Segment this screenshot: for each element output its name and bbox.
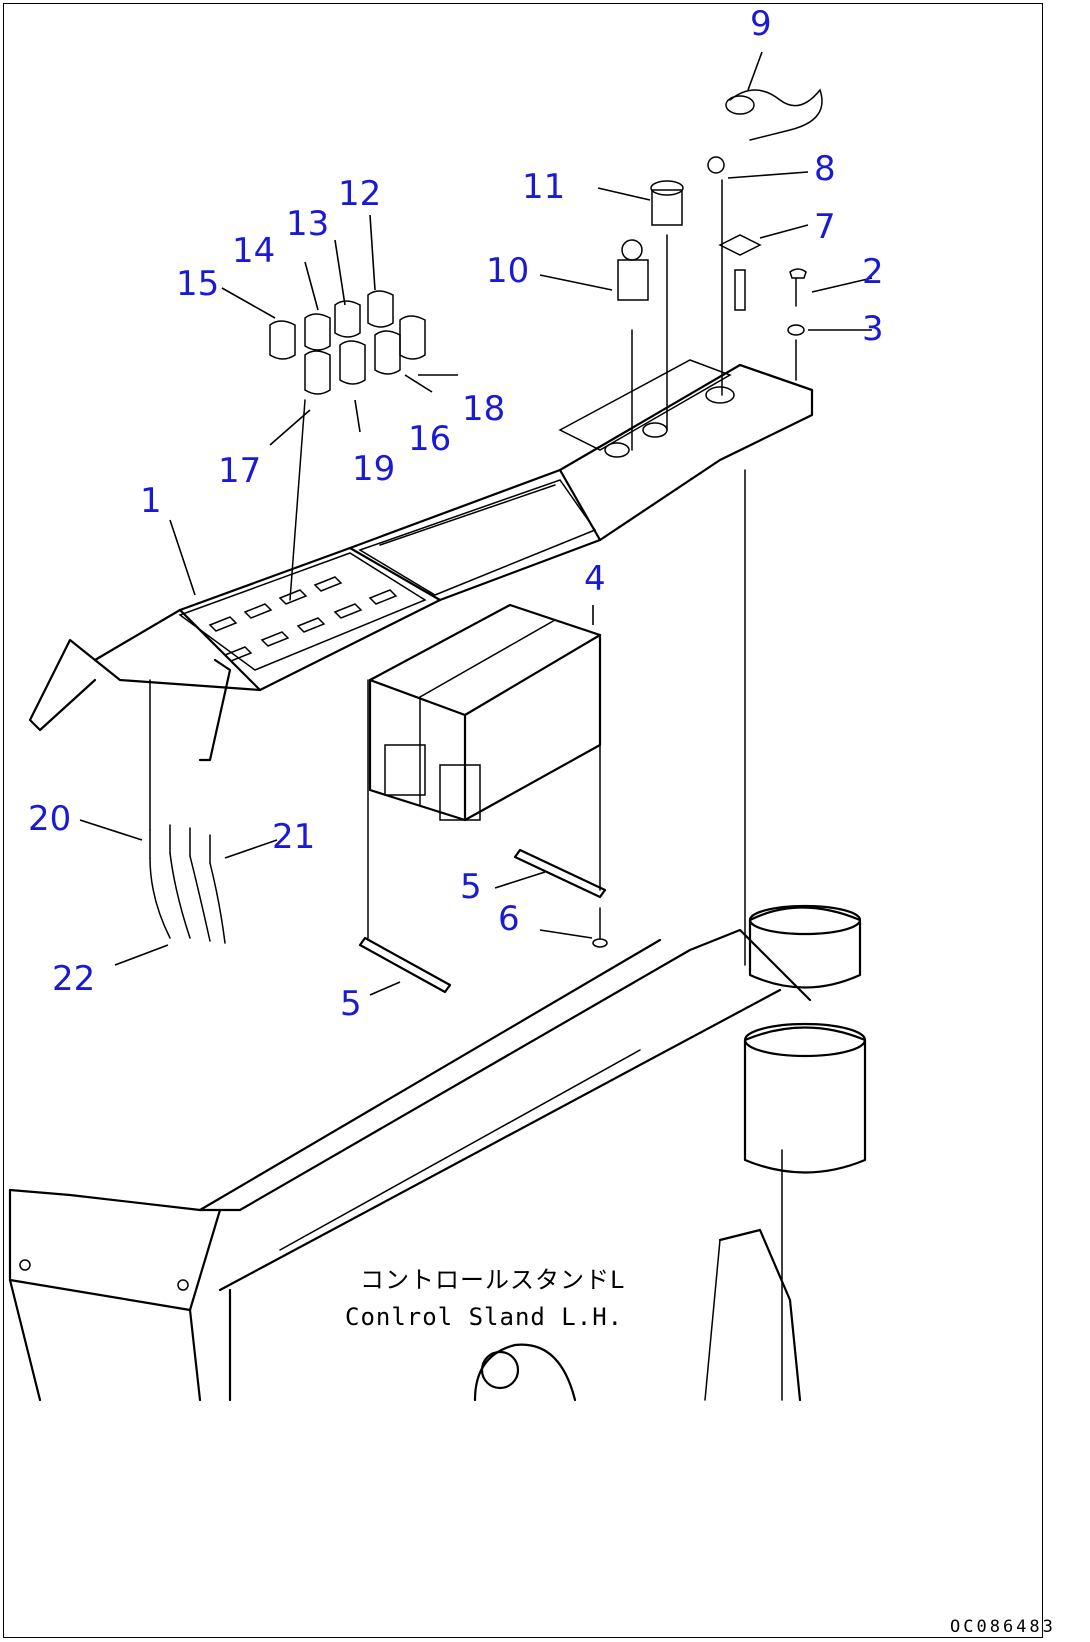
drawing-number: OC086483 — [950, 1617, 1056, 1637]
callout-15: 15 — [176, 264, 219, 304]
callout-12: 12 — [338, 174, 381, 214]
callout-19: 19 — [352, 449, 395, 489]
relay-box — [368, 603, 602, 822]
callout-13: 13 — [286, 204, 329, 244]
callout-3: 3 — [862, 309, 884, 349]
callout-1: 1 — [140, 481, 162, 521]
callout-18: 18 — [462, 389, 505, 429]
top-components — [617, 88, 823, 336]
callout-7: 7 — [814, 207, 836, 247]
drawing-frame — [3, 3, 1043, 1638]
console-panel — [28, 359, 814, 762]
leader-lines — [79, 51, 873, 996]
caption-english: Conlrol Sland L.H. — [345, 1303, 623, 1331]
callout-20: 20 — [28, 799, 71, 839]
switch-holes — [208, 576, 398, 662]
callout-6: 6 — [498, 899, 520, 939]
callout-5-lower: 5 — [340, 984, 362, 1024]
callout-16: 16 — [408, 419, 451, 459]
mounting-plates — [358, 848, 608, 994]
caption-japanese: コントロールスタンドL — [360, 1266, 625, 1294]
callout-14: 14 — [232, 231, 275, 271]
control-stand-frame — [8, 904, 867, 1402]
callout-5-upper: 5 — [460, 867, 482, 907]
callout-8: 8 — [814, 149, 836, 189]
switch-cluster — [269, 290, 426, 395]
callout-numbers: 1 2 3 4 5 5 6 7 8 9 10 11 12 13 14 15 16… — [28, 4, 884, 1024]
callout-17: 17 — [218, 451, 261, 491]
callout-9: 9 — [750, 4, 772, 44]
assembly-lines — [149, 179, 797, 1401]
callout-11: 11 — [522, 167, 565, 207]
callout-22: 22 — [52, 959, 95, 999]
callout-21: 21 — [272, 817, 315, 857]
callout-10: 10 — [486, 251, 529, 291]
bulbs-and-harness — [149, 824, 226, 944]
callout-4: 4 — [584, 559, 606, 599]
callout-2: 2 — [862, 252, 884, 292]
